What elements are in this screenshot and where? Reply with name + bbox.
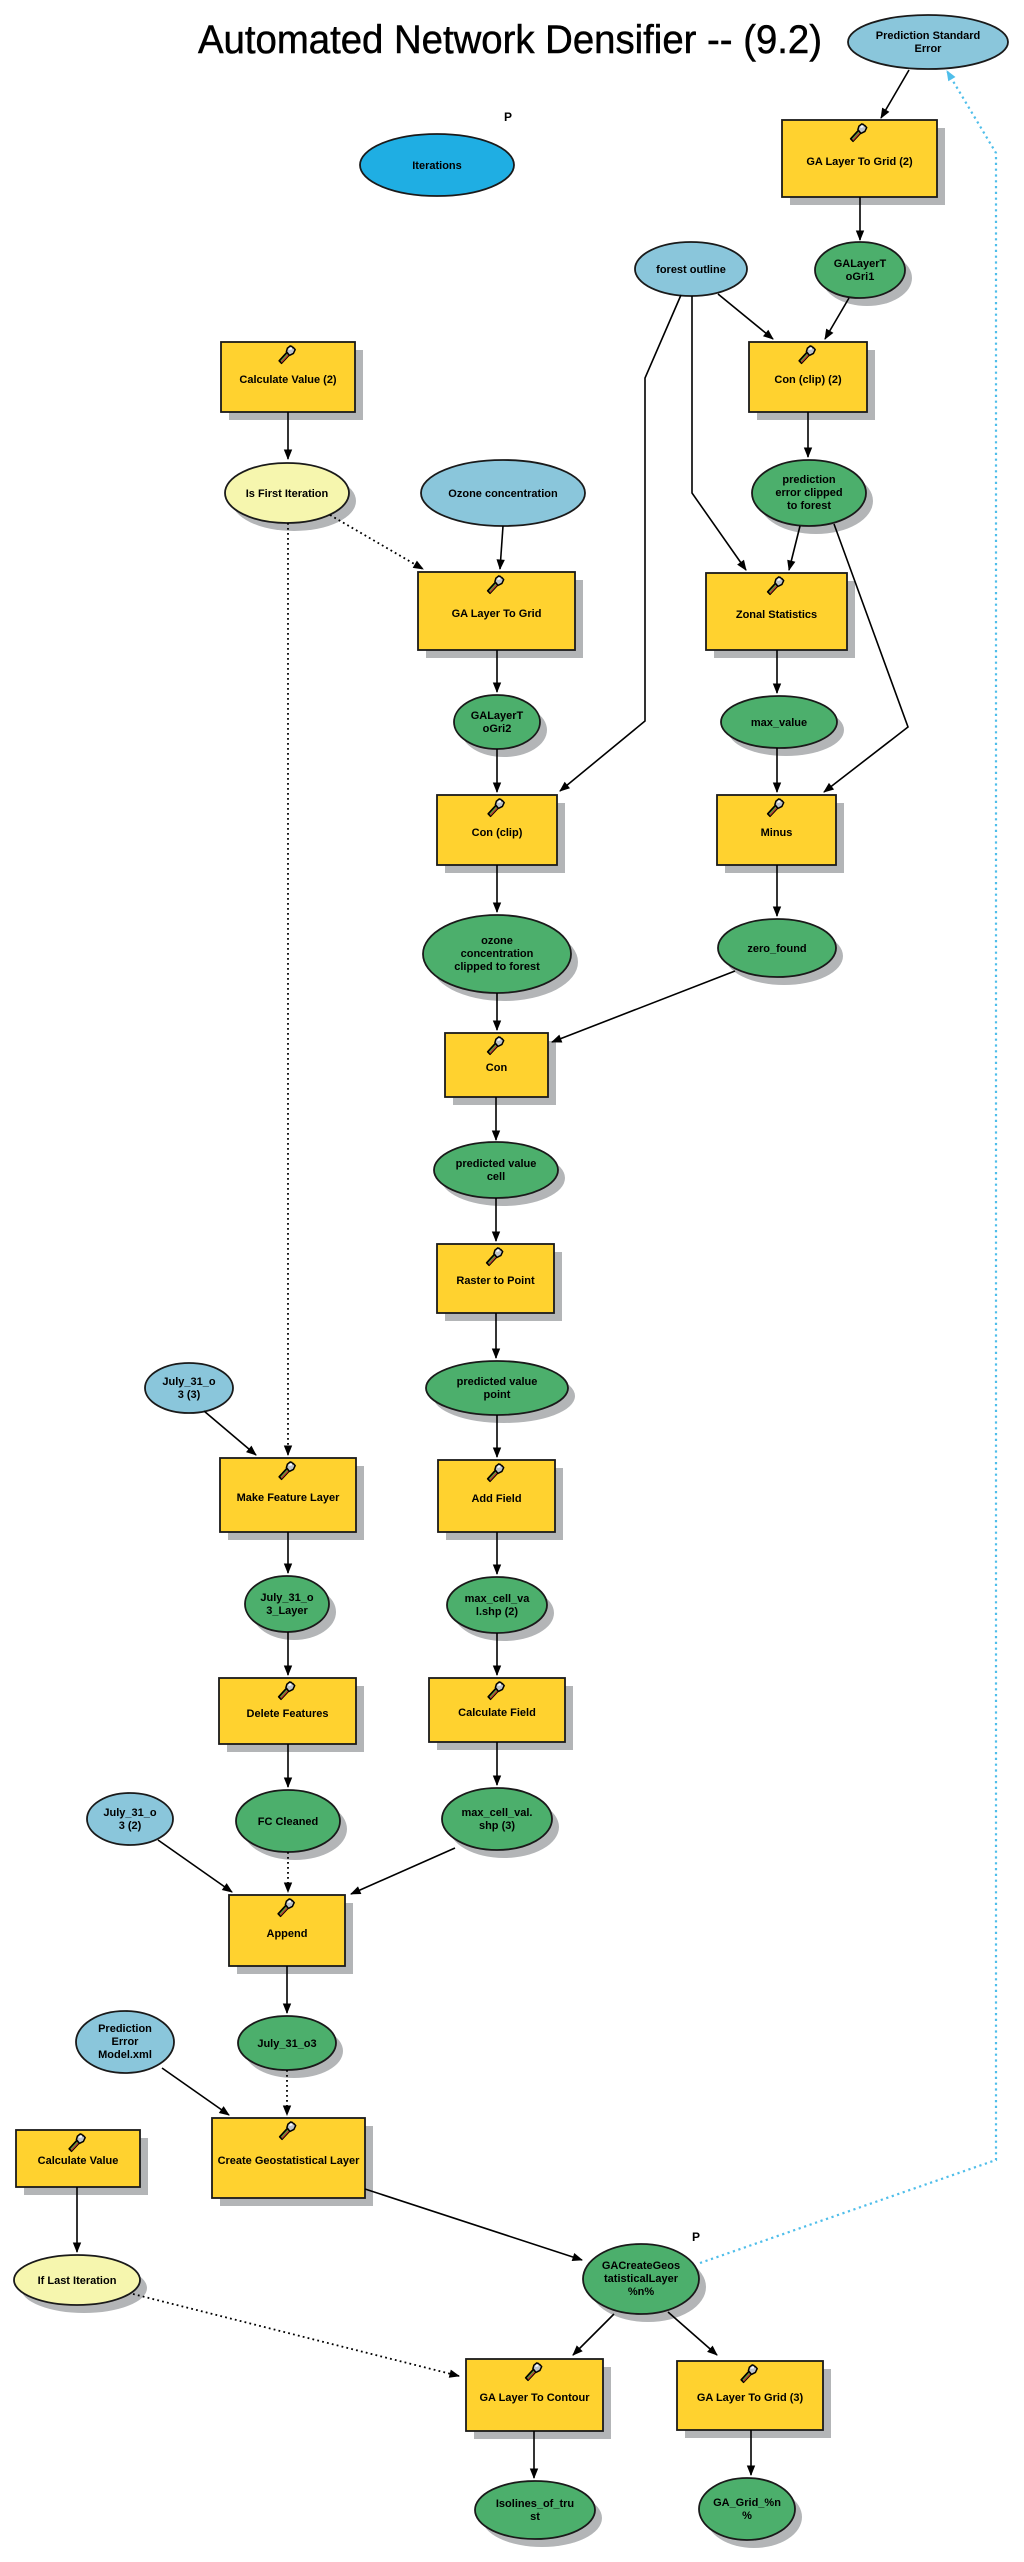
svg-text:P: P [692, 2230, 700, 2244]
svg-text:cell: cell [487, 1171, 505, 1183]
svg-text:Con: Con [486, 1062, 508, 1074]
svg-text:Create Geostatistical Layer: Create Geostatistical Layer [218, 2155, 361, 2167]
svg-text:shp (3): shp (3) [479, 1820, 515, 1832]
svg-text:clipped to forest: clipped to forest [454, 961, 540, 973]
svg-text:GA Layer To Grid (2): GA Layer To Grid (2) [806, 156, 913, 168]
svg-text:3 (3): 3 (3) [178, 1389, 201, 1401]
svg-text:Delete Features: Delete Features [247, 1708, 329, 1720]
svg-text:Ozone concentration: Ozone concentration [448, 488, 558, 500]
svg-text:Calculate Value: Calculate Value [38, 2155, 119, 2167]
svg-text:to forest: to forest [787, 500, 831, 512]
svg-text:Zonal Statistics: Zonal Statistics [736, 609, 817, 621]
svg-text:Error: Error [112, 2036, 140, 2048]
svg-text:Calculate Field: Calculate Field [458, 1707, 536, 1719]
svg-text:st: st [530, 2511, 540, 2523]
svg-text:July_31_o: July_31_o [103, 1807, 156, 1819]
svg-text:FC Cleaned: FC Cleaned [258, 1816, 319, 1828]
svg-text:Con (clip): Con (clip) [472, 827, 523, 839]
svg-text:GACreateGeos: GACreateGeos [602, 2260, 680, 2272]
svg-text:point: point [484, 1389, 511, 1401]
svg-text:Append: Append [267, 1928, 308, 1940]
svg-text:oGri1: oGri1 [846, 271, 875, 283]
svg-text:concentration: concentration [461, 948, 534, 960]
svg-text:%n%: %n% [628, 2286, 655, 2298]
svg-text:error clipped: error clipped [775, 487, 842, 499]
svg-text:3 (2): 3 (2) [119, 1820, 142, 1832]
svg-text:GA Layer To Grid: GA Layer To Grid [452, 608, 542, 620]
svg-text:Make Feature Layer: Make Feature Layer [237, 1492, 340, 1504]
svg-text:Minus: Minus [761, 827, 793, 839]
svg-text:tatisticalLayer: tatisticalLayer [604, 2273, 679, 2285]
svg-text:GA Layer To Contour: GA Layer To Contour [480, 2392, 591, 2404]
svg-text:GALayerT: GALayerT [834, 258, 887, 270]
svg-text:Is First Iteration: Is First Iteration [246, 488, 329, 500]
svg-text:July_31_o: July_31_o [260, 1592, 313, 1604]
svg-text:Calculate Value (2): Calculate Value (2) [239, 374, 337, 386]
svg-text:%: % [742, 2510, 752, 2522]
svg-text:Prediction: Prediction [98, 2023, 152, 2035]
svg-text:Con (clip) (2): Con (clip) (2) [774, 374, 842, 386]
svg-text:P: P [504, 110, 512, 124]
svg-text:If Last Iteration: If Last Iteration [38, 2275, 117, 2287]
svg-text:max_cell_va: max_cell_va [465, 1593, 531, 1605]
svg-text:prediction: prediction [782, 474, 835, 486]
svg-text:3_Layer: 3_Layer [266, 1605, 308, 1617]
svg-text:Raster to Point: Raster to Point [456, 1275, 535, 1287]
svg-text:GA_Grid_%n: GA_Grid_%n [713, 2497, 781, 2509]
svg-text:Error: Error [915, 43, 943, 55]
svg-text:Automated Network Densifier --: Automated Network Densifier -- (9.2) [198, 18, 822, 62]
svg-text:ozone: ozone [481, 935, 513, 947]
svg-text:Prediction Standard: Prediction Standard [876, 30, 981, 42]
svg-text:Model.xml: Model.xml [98, 2049, 152, 2061]
svg-text:oGri2: oGri2 [483, 723, 512, 735]
svg-text:Isolines_of_tru: Isolines_of_tru [496, 2498, 574, 2510]
svg-text:forest outline: forest outline [656, 264, 726, 276]
svg-text:predicted value: predicted value [457, 1376, 538, 1388]
svg-text:predicted value: predicted value [456, 1158, 537, 1170]
svg-text:Iterations: Iterations [412, 160, 462, 172]
svg-text:July_31_o3: July_31_o3 [257, 2038, 316, 2050]
svg-text:GA Layer To Grid (3): GA Layer To Grid (3) [697, 2392, 804, 2404]
svg-text:Add Field: Add Field [471, 1493, 521, 1505]
svg-text:GALayerT: GALayerT [471, 710, 524, 722]
svg-text:July_31_o: July_31_o [162, 1376, 215, 1388]
svg-text:l.shp (2): l.shp (2) [476, 1606, 519, 1618]
svg-text:max_cell_val.: max_cell_val. [462, 1807, 533, 1819]
svg-text:zero_found: zero_found [747, 943, 806, 955]
svg-text:max_value: max_value [751, 717, 807, 729]
